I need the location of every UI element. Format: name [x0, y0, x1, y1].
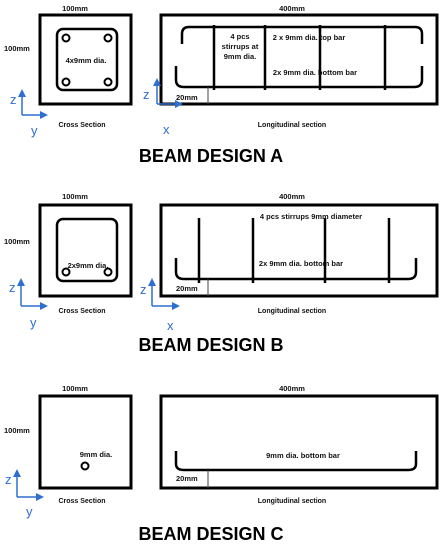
cover-label: 20mm [176, 284, 198, 293]
x-axis-label: x [167, 318, 174, 333]
cross-section-outline [38, 203, 133, 298]
design-title: BEAM DESIGN A [139, 146, 283, 166]
cs-bar-label: 2x9mm dia. [68, 261, 109, 270]
top-bar-label: 2 x 9mm dia. top bar [273, 33, 346, 42]
rebar-bottom-left [61, 77, 71, 87]
cs-height-label: 100mm [4, 237, 30, 246]
stirrup-label-line-1: 4 pcs [230, 32, 249, 41]
cs-caption: Cross Section [58, 498, 105, 505]
x-axis-label: x [163, 122, 170, 137]
ls-width-label: 400mm [279, 192, 305, 201]
stirrup [55, 217, 119, 283]
ls-width-label: 400mm [279, 4, 305, 13]
cs-height-label: 100mm [4, 426, 30, 435]
cs-height-label: 100mm [4, 44, 30, 53]
bottom-bar [174, 451, 418, 472]
z-axis-label-2: z [143, 87, 150, 102]
ls-caption: Longitudinal section [258, 308, 326, 315]
bottom-bar-label: 2x 9mm dia. bottom bar [273, 68, 357, 77]
rebar-top-left [61, 33, 71, 43]
rebar-bottom-right [103, 77, 113, 87]
y-axis-label: y [31, 123, 38, 138]
cross-section-outline [38, 13, 133, 106]
cover-label: 20mm [176, 93, 198, 102]
longitudinal-outline [159, 13, 439, 106]
z-axis-label: z [5, 472, 12, 487]
cs-width-label: 100mm [62, 192, 88, 201]
stirrup-label: 4 pcs stirrups 9mm diameter [260, 212, 362, 221]
bottom-bar [174, 66, 424, 89]
bottom-bar-label: 2x 9mm dia. bottom bar [259, 259, 343, 268]
ls-caption: Longitudinal section [258, 498, 326, 505]
cs-bar-label: 9mm dia. [80, 450, 113, 459]
cs-caption: Cross Section [58, 122, 105, 129]
stirrup-label-line-3: 9mm dia. [224, 52, 257, 61]
z-axis-label-2: z [140, 282, 147, 297]
design-a: 100mm 100mm 4x9mm dia. Cross Section z y… [4, 4, 439, 166]
stirrup-label-line-2: stirrups at [222, 42, 259, 51]
rebar-bottom-left [61, 267, 71, 277]
cs-caption: Cross Section [58, 308, 105, 315]
rebar-top-right [103, 33, 113, 43]
design-title: BEAM DESIGN C [138, 524, 283, 544]
longitudinal-outline [159, 203, 439, 298]
z-axis-label: z [10, 92, 17, 107]
rebar-bottom-right [103, 267, 113, 277]
top-bar [180, 25, 424, 44]
cs-width-label: 100mm [62, 4, 88, 13]
y-axis-label: y [30, 315, 37, 330]
bottom-bar [174, 258, 418, 281]
bottom-bar-label: 9mm dia. bottom bar [266, 451, 340, 460]
longitudinal-outline [159, 394, 439, 490]
cross-section-outline [38, 394, 133, 490]
design-c: 100mm 100mm 9mm dia. Cross Section z y 4… [4, 384, 439, 544]
cs-bar-label: 4x9mm dia. [66, 56, 107, 65]
rebar [80, 461, 90, 471]
design-b: 100mm 100mm 2x9mm dia. Cross Section z y… [4, 192, 439, 355]
design-title: BEAM DESIGN B [138, 335, 283, 355]
ls-caption: Longitudinal section [258, 122, 326, 129]
cs-width-label: 100mm [62, 384, 88, 393]
stirrup [55, 27, 119, 92]
z-axis-label: z [9, 280, 16, 295]
ls-width-label: 400mm [279, 384, 305, 393]
y-axis-label: y [26, 504, 33, 519]
cover-label: 20mm [176, 474, 198, 483]
